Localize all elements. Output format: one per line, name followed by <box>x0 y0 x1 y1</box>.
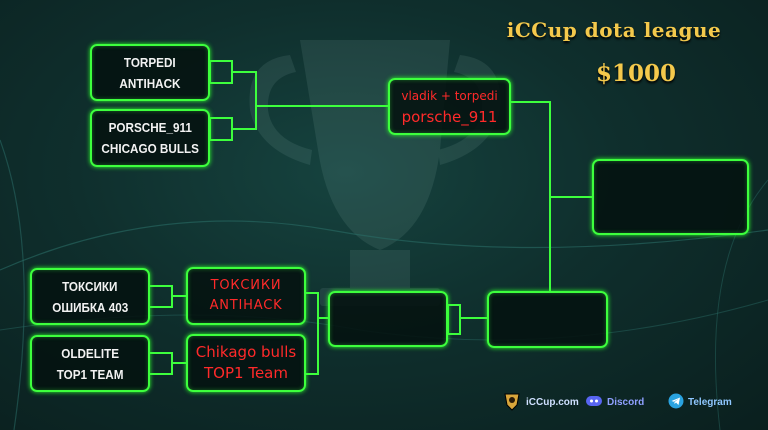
match-box-r2-bot-b: Chikago bulls TOP1 Team <box>186 334 306 392</box>
footer-discord[interactable]: Discord <box>585 391 644 413</box>
team-name: ОШИБКА 403 <box>51 299 129 315</box>
team-name: Chikago bulls <box>195 343 297 361</box>
team-name: vladik + torpedi <box>401 88 498 103</box>
match-box-r3-bot <box>328 291 448 347</box>
match-box-r1-top-a: TORPEDI ANTIHACK <box>90 44 210 101</box>
footer-discord-label: Discord <box>607 396 645 408</box>
team-name: ТОКСИКИ <box>210 278 282 293</box>
team-name: TOP1 Team <box>204 364 288 382</box>
league-title: iCCup dota league <box>506 18 722 42</box>
footer-site-label: iCCup.com <box>526 396 579 408</box>
team-name: ANTIHACK <box>119 75 181 91</box>
team-name: ТОКСИКИ <box>62 278 118 294</box>
match-box-r1-bot-a: ТОКСИКИ ОШИБКА 403 <box>30 268 150 325</box>
match-box-r1-bot-b: OLDELITE TOP1 TEAM <box>30 335 150 392</box>
iccup-logo-icon <box>502 391 522 414</box>
match-box-final <box>592 159 749 235</box>
team-name: ANTIHACK <box>209 298 283 313</box>
team-name: porsche_911 <box>401 107 498 126</box>
team-name: PORSCHE_911 <box>108 120 192 135</box>
telegram-icon <box>668 393 684 412</box>
team-name: TORPEDI <box>124 54 176 70</box>
discord-icon <box>585 394 603 411</box>
team-name: OLDELITE <box>61 345 119 361</box>
footer-telegram-label: Telegram <box>688 396 732 408</box>
footer-telegram[interactable]: Telegram <box>668 391 732 413</box>
match-box-r2-bot-a: ТОКСИКИ ANTIHACK <box>186 267 306 325</box>
match-box-r1-top-b: PORSCHE_911 CHICAGO BULLS <box>90 109 210 167</box>
team-name: CHICAGO BULLS <box>101 141 199 156</box>
team-name: TOP1 TEAM <box>56 366 124 382</box>
prize-amount: $1000 <box>596 60 677 87</box>
match-box-r2-top: vladik + torpedi porsche_911 <box>388 78 511 135</box>
match-box-r4-bot <box>487 291 608 348</box>
footer-site[interactable]: iCCup.com <box>502 391 579 413</box>
